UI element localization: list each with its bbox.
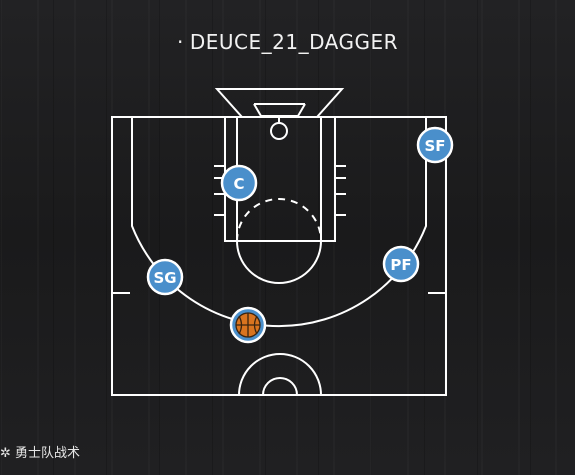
player-marker [416, 126, 454, 164]
watermark: ✲ 勇士队战术 [0, 442, 80, 461]
player-marker [220, 164, 258, 202]
player-label-sf: SF [424, 137, 445, 155]
player-marker [382, 245, 420, 283]
player-label-c: C [233, 175, 244, 193]
center-circle-inner [262, 377, 298, 396]
watermark-text: 勇士队战术 [15, 446, 81, 461]
court-lines [111, 88, 447, 396]
player-sf[interactable]: SF [416, 126, 454, 164]
center-circle-outer [238, 353, 322, 396]
free-throw-circle-bottom [236, 240, 322, 284]
play-title: ·DEUCE_21_DAGGER [0, 30, 575, 54]
player-c[interactable]: C [220, 164, 258, 202]
player-marker [146, 258, 184, 296]
player-pf[interactable]: PF [382, 245, 420, 283]
player-label-pf: PF [390, 256, 411, 274]
free-throw-circle-top [236, 198, 322, 242]
player-sg[interactable]: SG [146, 258, 184, 296]
rim [270, 122, 288, 140]
play-name: DEUCE_21_DAGGER [189, 30, 398, 54]
three-point-line [131, 117, 427, 327]
logo-icon: ✲ [0, 446, 11, 461]
basketball-icon[interactable] [229, 306, 267, 344]
player-label-sg: SG [153, 269, 176, 287]
title-bullet: · [177, 30, 184, 54]
